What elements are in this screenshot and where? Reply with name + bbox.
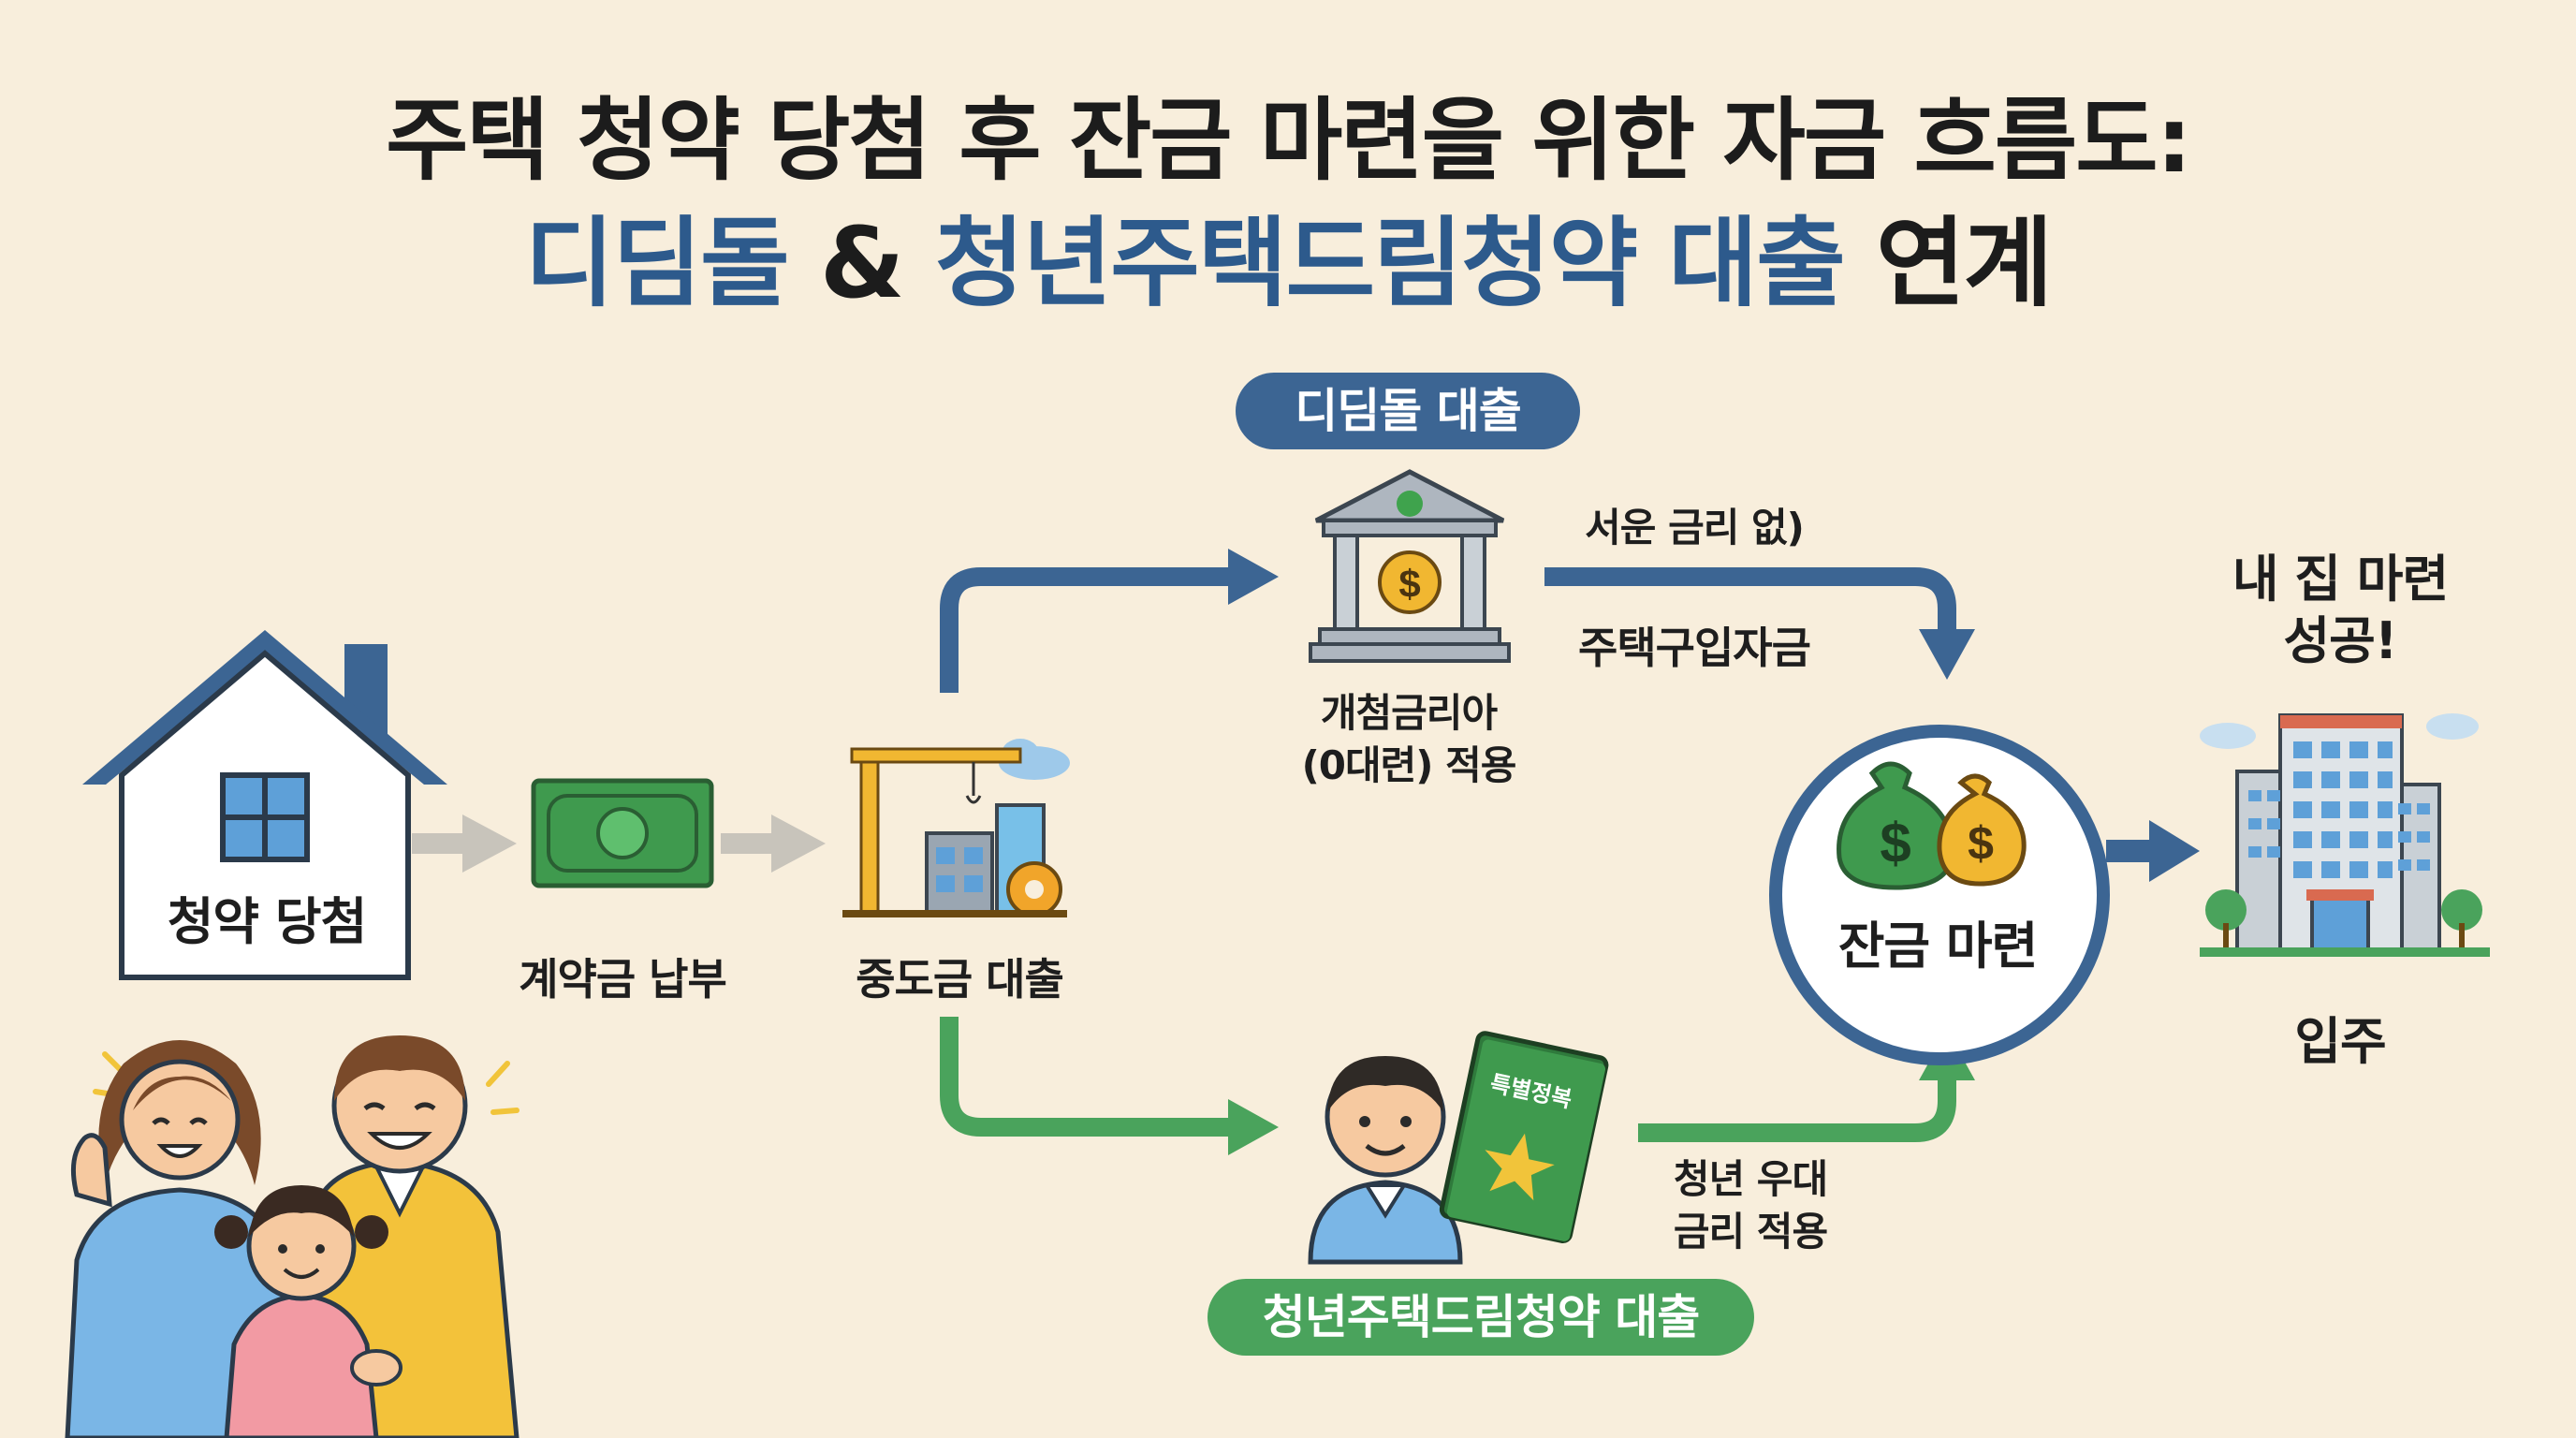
- svg-text:$: $: [1880, 812, 1910, 874]
- blue-arrow-to-bank: [940, 549, 1279, 693]
- didimdol-pill: 디딤돌 대출: [1236, 373, 1580, 449]
- gray-arrow-2: [721, 814, 826, 873]
- success-label: 내 집 마련 성공!: [2181, 549, 2499, 672]
- bank-icon: $: [1309, 469, 1511, 663]
- bank-label: 개첨금리아 (0대련) 적용: [1245, 687, 1573, 792]
- green-arrow-to-youth: [940, 1017, 1279, 1155]
- page-title-line2: 디딤돌 & 청년주택드림청약 대출 연계: [0, 183, 2576, 325]
- apartment-icon: [2200, 713, 2490, 957]
- step-deposit-label: 계약금 납부: [519, 954, 727, 1005]
- youth-pill: 청년주택드림청약 대출: [1208, 1279, 1754, 1356]
- bank-label-line2: (0대련) 적용: [1301, 742, 1517, 788]
- blue-arrow-to-movein: [2106, 820, 2200, 882]
- youth-note-line1: 청년 우대: [1673, 1156, 1828, 1202]
- gray-arrow-1: [412, 814, 517, 873]
- blue-arrow-to-balance: [1544, 567, 1975, 680]
- title-youth-loan: 청년주택드림청약 대출: [934, 206, 1846, 320]
- step-win-label: 청약 당첨: [167, 892, 368, 951]
- step-interim-label: 중도금 대출: [856, 954, 1064, 1005]
- title-didimdol: 디딤돌: [524, 206, 790, 320]
- title-amp: &: [787, 206, 935, 320]
- title-link: 연계: [1843, 206, 2053, 320]
- svg-text:$: $: [1398, 562, 1420, 606]
- youth-note-line2: 금리 적용: [1673, 1209, 1828, 1255]
- bank-label-line1: 개첨금리아: [1320, 690, 1498, 736]
- young-man-icon: [1308, 1056, 1463, 1265]
- house-icon: [82, 630, 447, 980]
- passbook-icon: [1439, 1031, 1609, 1244]
- page-title-line1: 주택 청약 당첨 후 잔금 마련을 위한 자금 흐름도:: [386, 88, 2192, 193]
- didimdol-note-top: 서운 금리 없): [1585, 505, 1805, 550]
- family-illustration: [65, 1035, 520, 1438]
- svg-text:$: $: [1968, 817, 1994, 870]
- didimdol-note-purpose: 주택구입자금: [1578, 623, 1811, 673]
- success-line2: 성공!: [2283, 611, 2398, 670]
- step-balance-label: 잔금 마련: [1837, 917, 2039, 976]
- success-line1: 내 집 마련: [2232, 550, 2449, 609]
- step-movein-label: 입주: [2294, 1012, 2386, 1071]
- money-bill-icon: [531, 778, 714, 888]
- money-bags-icon: $ $: [1837, 761, 2027, 890]
- construction-icon: [842, 739, 1070, 917]
- youth-note: 청년 우대 금리 적용: [1610, 1153, 1891, 1258]
